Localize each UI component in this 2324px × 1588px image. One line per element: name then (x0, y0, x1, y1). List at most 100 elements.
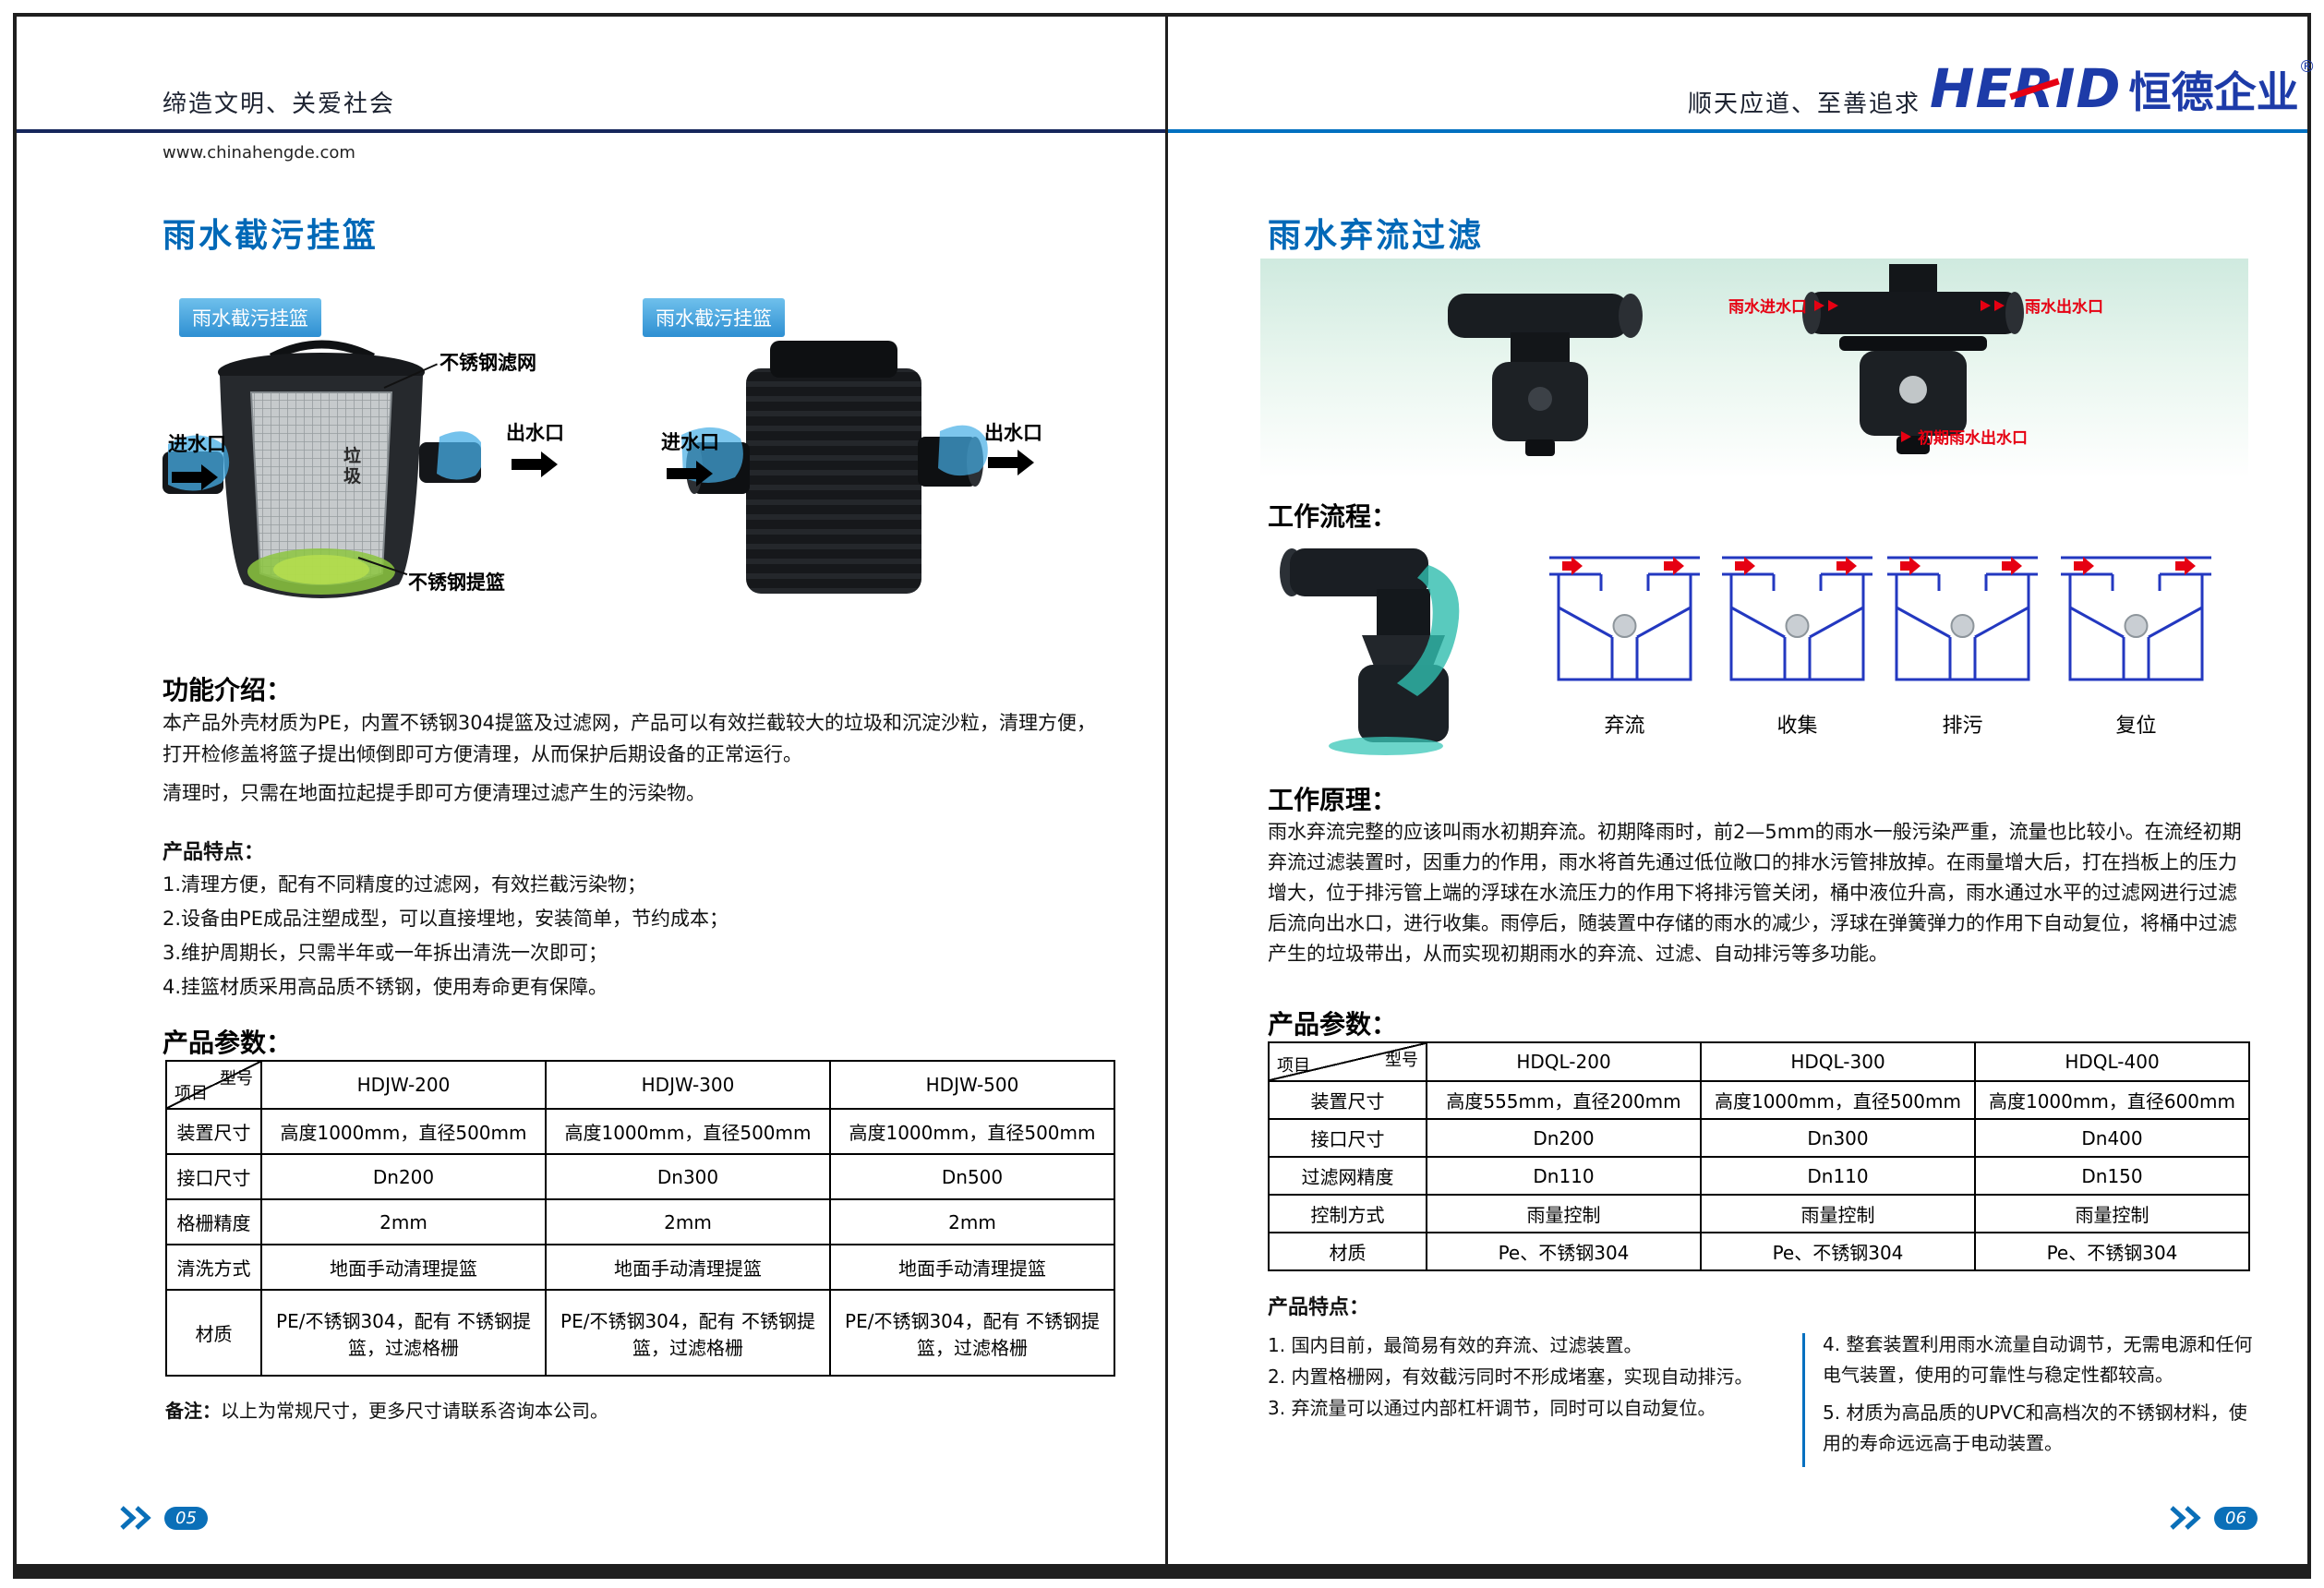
row-label: 接口尺寸 (165, 1153, 262, 1200)
diagonal-line (1270, 1043, 1426, 1080)
outlet-arrow-icon-2 (988, 450, 1034, 475)
cell: PE/不锈钢304，配有 不锈钢提篮，过滤格栅 (260, 1289, 547, 1377)
label-rain-inlet: 雨水进水口 (1728, 298, 1807, 317)
cell: 雨量控制 (1974, 1194, 2250, 1233)
logo-text-en: HERID (1930, 57, 2122, 120)
workflow-device-image (1280, 548, 1460, 755)
stage-label-collect: 收集 (1776, 715, 1818, 738)
table-row: 接口尺寸 Dn200 Dn300 Dn500 (165, 1153, 1115, 1200)
corner-cell: 型号 项目 (165, 1060, 262, 1110)
feature-item: 4. 整套装置利用雨水流量自动调节，无需电源和任何电气装置，使用的可靠性与稳定性… (1823, 1333, 2253, 1386)
table-row: 过滤网精度 Dn110 Dn110 Dn150 (1268, 1156, 2250, 1196)
cell: Pe、不锈钢304 (1700, 1232, 1976, 1271)
left-slogan: 缔造文明、关爱社会 (163, 90, 396, 118)
red-arrows-outlet-icon (1979, 297, 2006, 315)
label-stainless-mesh: 不锈钢滤网 (440, 352, 536, 374)
cutaway-basket-device-image (163, 340, 481, 598)
cell: 地面手动清理提篮 (829, 1244, 1115, 1291)
page-divider (1165, 17, 1168, 1564)
stage-diagram-divert (1549, 555, 1700, 681)
header-rule-left (17, 129, 1165, 133)
diverter-device-image-right (1802, 264, 2024, 454)
left-params-table: 型号 项目 HDJW-200 HDJW-300 HDJW-500 装置尺寸 高度… (165, 1060, 1115, 1377)
cell: 高度1000mm，直径600mm (1974, 1080, 2250, 1120)
registered-mark: ® (2298, 57, 2316, 77)
feature-item: 1.清理方便，配有不同精度的过滤网，有效拦截污染物； (163, 873, 647, 896)
cell: 高度1000mm，直径500mm (1700, 1080, 1976, 1120)
table-note: 备注：以上为常规尺寸，更多尺寸请联系咨询本公司。 (165, 1396, 608, 1423)
label-early-rain-outlet: 初期雨水出水口 (1918, 429, 2028, 448)
stage-label-divert: 弃流 (1604, 715, 1645, 738)
right-features-left-column: 1. 国内目前，最简易有效的弃流、过滤装置。 2. 内置格栅网，有效截污同时不形… (1268, 1329, 1789, 1424)
intro-paragraph-1: 本产品外壳材质为PE，内置不锈钢304提篮及过滤网，产品可以有效拦截较大的垃圾和… (163, 712, 1097, 765)
table-row: 接口尺寸 Dn200 Dn300 Dn400 (1268, 1118, 2250, 1158)
row-label: 材质 (1268, 1232, 1427, 1271)
row-label: 控制方式 (1268, 1194, 1427, 1233)
left-features-heading: 产品特点： (163, 841, 265, 864)
cell: Dn200 (260, 1153, 547, 1200)
logo-r-mark: R (2013, 57, 2055, 120)
feature-item: 1. 国内目前，最简易有效的弃流、过滤装置。 (1268, 1334, 1643, 1356)
intro-paragraph-2: 清理时，只需在地面拉起提手即可方便清理过滤产生的污染物。 (163, 782, 705, 804)
table-header-row: 型号 项目 HDJW-200 HDJW-300 HDJW-500 (165, 1060, 1115, 1110)
diverter-device-image-left (1448, 294, 1643, 456)
stage-diagram-drain (1887, 555, 2038, 681)
model-header: HDQL-300 (1700, 1041, 1976, 1082)
stage-label-drain: 排污 (1942, 715, 1983, 738)
stage-diagram-reset (2061, 555, 2211, 681)
feature-item: 2. 内置格栅网，有效截污同时不形成堵塞，实现自动排污。 (1268, 1365, 1753, 1388)
diagonal-line (167, 1062, 260, 1108)
table-row: 格栅精度 2mm 2mm 2mm (165, 1198, 1115, 1245)
row-label: 装置尺寸 (1268, 1080, 1427, 1120)
stage-diagram-collect (1722, 555, 1872, 681)
label-basket: 不锈钢提篮 (408, 571, 505, 594)
label-outlet-1: 出水口 (506, 422, 564, 444)
right-features-heading: 产品特点： (1268, 1296, 1370, 1319)
cell: Dn400 (1974, 1118, 2250, 1158)
outlet-arrow-icon-1 (512, 451, 558, 477)
cell: 高度1000mm，直径500mm (545, 1108, 831, 1155)
cell: PE/不锈钢304，配有 不锈钢提篮，过滤格栅 (829, 1289, 1115, 1377)
row-label: 接口尺寸 (1268, 1118, 1427, 1158)
note-label: 备注： (165, 1400, 221, 1422)
cell: Pe、不锈钢304 (1426, 1232, 1702, 1271)
table-row: 控制方式 雨量控制 雨量控制 雨量控制 (1268, 1194, 2250, 1233)
cell: 高度555mm，直径200mm (1426, 1080, 1702, 1120)
table-row: 装置尺寸 高度1000mm，直径500mm 高度1000mm，直径500mm 高… (165, 1108, 1115, 1155)
feature-item: 3.维护周期长，只需半年或一年拆出清洗一次即可； (163, 942, 608, 964)
figure2-badge: 雨水截污挂篮 (643, 298, 785, 337)
left-page-number: 05 (118, 1505, 208, 1531)
label-outlet-2: 出水口 (984, 422, 1042, 444)
cell: Dn300 (545, 1153, 831, 1200)
cell: 雨量控制 (1700, 1194, 1976, 1233)
table-header-row: 型号 项目 HDQL-200 HDQL-300 HDQL-400 (1268, 1041, 2250, 1082)
label-inlet-1: 进水口 (168, 433, 226, 455)
cell: 2mm (260, 1198, 547, 1245)
stage-label-reset: 复位 (2115, 715, 2157, 738)
cell: 2mm (545, 1198, 831, 1245)
row-label: 格栅精度 (165, 1198, 262, 1245)
cell: 地面手动清理提篮 (260, 1244, 547, 1291)
row-label: 过滤网精度 (1268, 1156, 1427, 1196)
model-header: HDJW-500 (829, 1060, 1115, 1110)
logo-id: ID (2054, 57, 2122, 120)
workflow-heading: 工作流程： (1268, 501, 1398, 532)
corner-item-label: 项目 (175, 1084, 208, 1103)
inlet-arrow-icon-2 (667, 461, 713, 487)
principle-heading: 工作原理： (1268, 785, 1398, 815)
right-page-title: 雨水弃流过滤 (1268, 217, 1485, 255)
figure1-badge: 雨水截污挂篮 (179, 298, 321, 337)
features-column-divider (1802, 1333, 1805, 1467)
principle-body: 雨水弃流完整的应该叫雨水初期弃流。初期降雨时，前2—5mm的雨水一般污染严重，流… (1268, 821, 2242, 965)
row-label: 材质 (165, 1289, 262, 1377)
left-page-title: 雨水截污挂篮 (163, 217, 379, 255)
intro-heading: 功能介绍： (163, 675, 293, 705)
corrugated-tank-device-image (681, 341, 988, 594)
cell: 雨量控制 (1426, 1194, 1702, 1233)
header-rule-right (1168, 129, 2307, 133)
cell: PE/不锈钢304，配有 不锈钢提篮，过滤格栅 (545, 1289, 831, 1377)
right-params-table: 型号 项目 HDQL-200 HDQL-300 HDQL-400 装置尺寸 高度… (1268, 1041, 2250, 1271)
table-row: 材质 PE/不锈钢304，配有 不锈钢提篮，过滤格栅 PE/不锈钢304，配有 … (165, 1289, 1115, 1377)
cell: 高度1000mm，直径500mm (260, 1108, 547, 1155)
